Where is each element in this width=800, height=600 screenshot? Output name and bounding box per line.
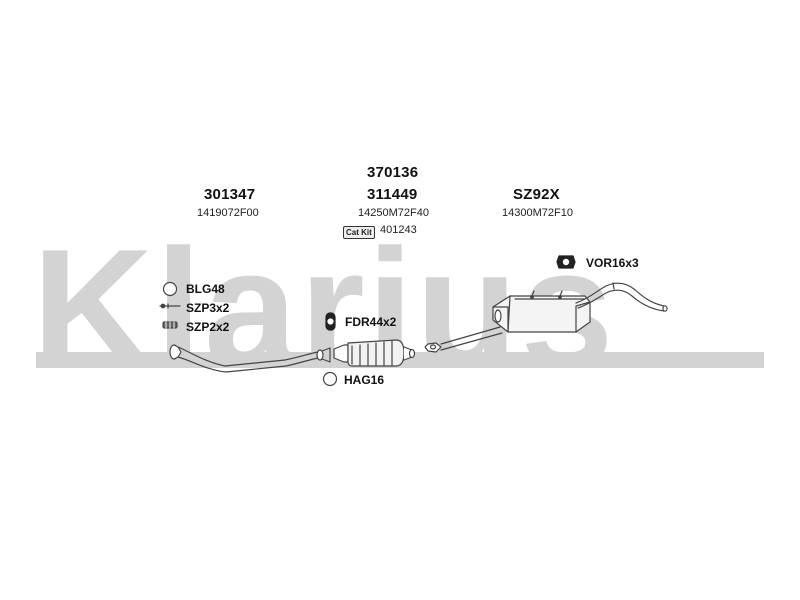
rear-silencer-code: 14300M72F10	[502, 207, 573, 219]
catalyst-number[interactable]: 311449	[367, 186, 418, 203]
szp3-label[interactable]: SZP3x2	[186, 301, 230, 315]
vor-rubber-hanger-icon	[556, 255, 576, 269]
front-pipe-drawing	[169, 344, 331, 373]
szp2-spring-icon	[162, 321, 178, 329]
szp2-label[interactable]: SZP2x2	[186, 320, 230, 334]
mid-pipe-drawing	[424, 326, 503, 353]
catalyst-drawing	[333, 339, 416, 367]
hag-ring-icon	[322, 371, 338, 387]
front-pipe-number[interactable]: 301347	[204, 186, 256, 203]
blg-gasket-icon	[162, 281, 178, 297]
rear-silencer-drawing	[492, 290, 591, 333]
tail-pipe-drawing	[575, 282, 668, 312]
vor-label[interactable]: VOR16x3	[586, 256, 639, 270]
cat-kit-code[interactable]: 401243	[380, 224, 417, 236]
szp3-bolt-icon	[159, 303, 181, 309]
cat-kit-badge: Cat Kit	[343, 226, 375, 239]
fdr-rubber-mount-icon	[325, 312, 336, 331]
catalyst-code: 14250M72F40	[358, 207, 429, 219]
catalyst-number-top[interactable]: 370136	[367, 164, 419, 181]
hag-label[interactable]: HAG16	[344, 373, 385, 387]
front-pipe-code: 1419072F00	[197, 207, 259, 219]
rear-silencer-number[interactable]: SZ92X	[513, 186, 560, 203]
blg-label[interactable]: BLG48	[186, 282, 225, 296]
fdr-label[interactable]: FDR44x2	[345, 315, 397, 329]
